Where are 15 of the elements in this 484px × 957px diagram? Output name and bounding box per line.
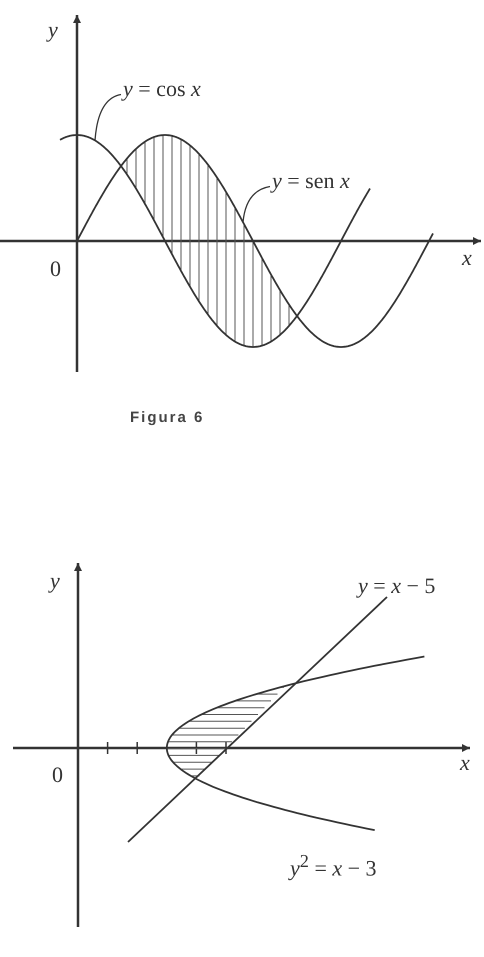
leader-line [242, 186, 270, 222]
cosine-curve [60, 134, 371, 348]
leader-line [94, 94, 122, 140]
equation-label: y = sen x [272, 170, 350, 192]
axis-label: y [48, 19, 58, 41]
axis-label: y [50, 570, 60, 592]
figure-caption: Figura 6 [130, 410, 204, 425]
origin-label: 0 [50, 258, 61, 280]
sine-curve [76, 134, 434, 348]
axis-label: x [460, 752, 470, 774]
equation-label: y = x − 5 [358, 575, 436, 597]
equation-label: y = cos x [123, 78, 201, 100]
origin-label: 0 [52, 764, 63, 786]
equation-label: y$^{2}$ = x − 3 [290, 852, 377, 880]
axis-label: x [462, 247, 472, 269]
